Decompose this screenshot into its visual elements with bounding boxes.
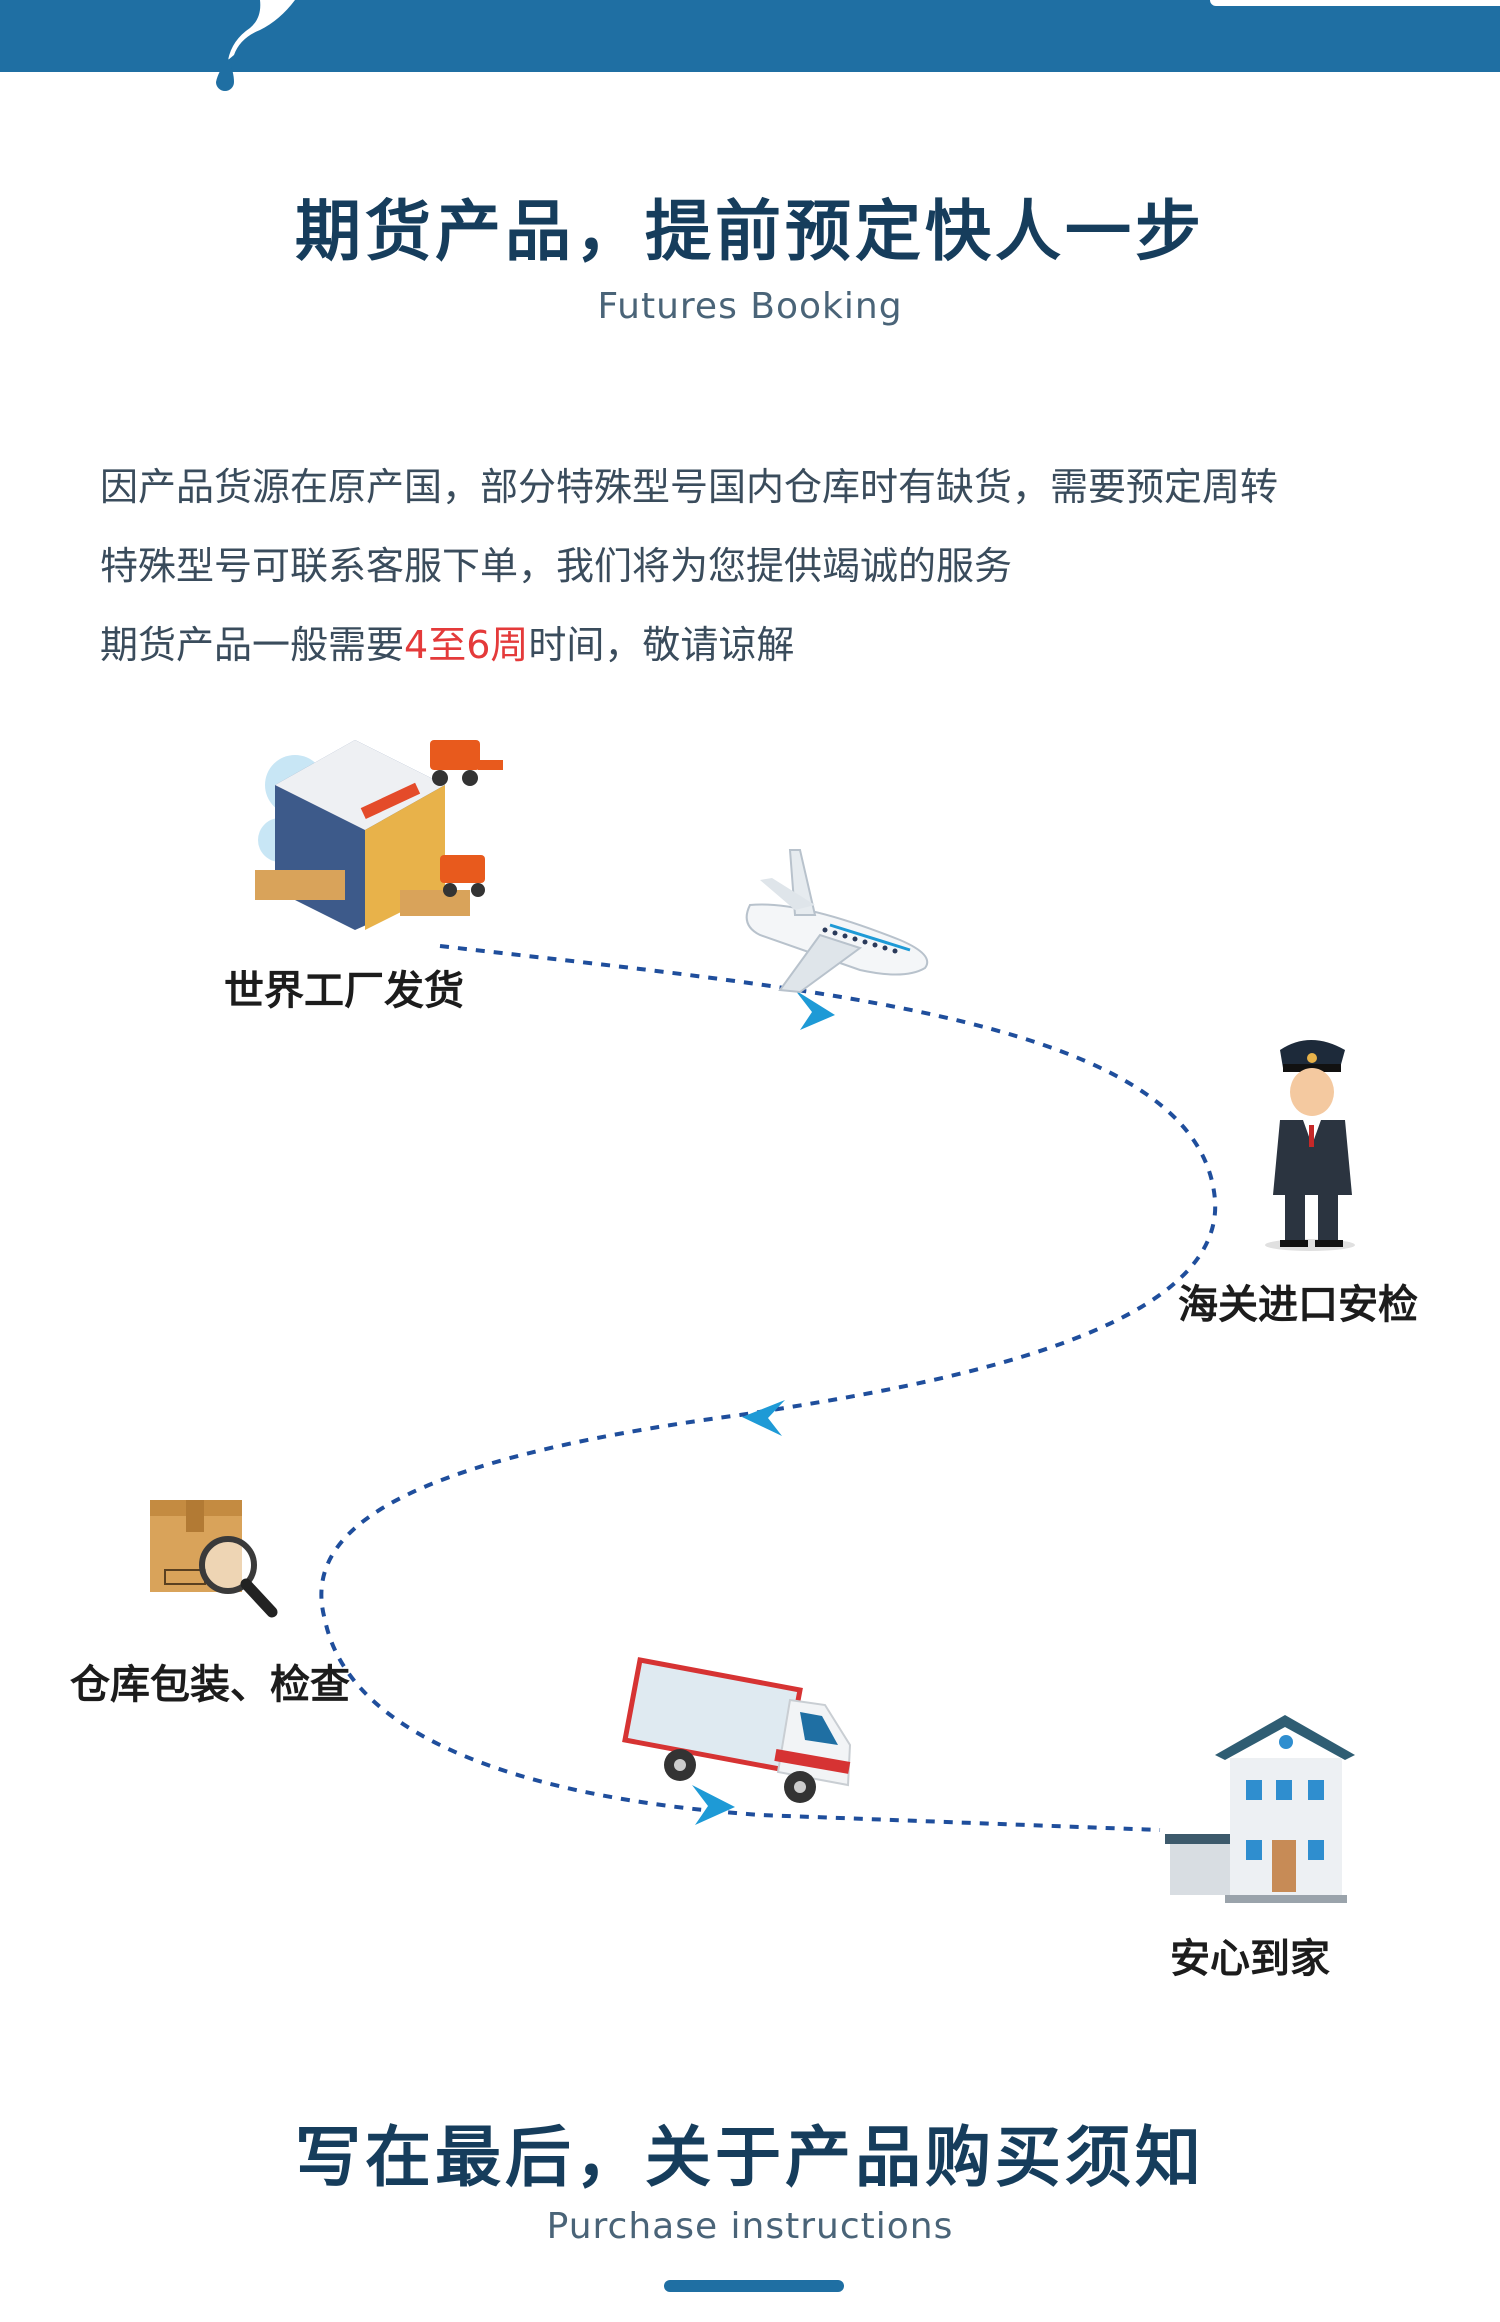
top-banner-tab bbox=[1210, 0, 1500, 6]
intro-line-2: 特殊型号可联系客服下单，我们将为您提供竭诚的服务 bbox=[100, 544, 1013, 588]
intro-line-1: 因产品货源在原产国，部分特殊型号国内仓库时有缺货，需要预定周转 bbox=[100, 465, 1279, 509]
flow-arrow-1 bbox=[795, 990, 835, 1030]
title-underline bbox=[664, 2280, 844, 2292]
water-drop-icon bbox=[216, 0, 295, 91]
intro-line-3: 期货产品一般需要4至6周时间，敬请谅解 bbox=[100, 606, 1430, 685]
step-label-factory: 世界工厂发货 bbox=[224, 968, 464, 1014]
intro-line-3-suffix: 时间，敬请谅解 bbox=[528, 623, 795, 667]
customs-officer-icon bbox=[1265, 1040, 1355, 1251]
top-banner bbox=[0, 0, 1500, 72]
forklift-top bbox=[430, 740, 503, 786]
step-label-warehouse-check: 仓库包装、检查 bbox=[70, 1662, 350, 1708]
futures-title: 期货产品，提前预定快人一步 bbox=[295, 193, 1205, 270]
step-label-delivered: 安心到家 bbox=[1170, 1936, 1330, 1982]
truck-icon bbox=[622, 1657, 852, 1803]
purchase-subtitle: Purchase instructions bbox=[546, 2206, 954, 2247]
flow-arrow-2 bbox=[742, 1400, 785, 1436]
warehouse-icon bbox=[255, 740, 503, 930]
airplane-icon bbox=[745, 849, 929, 994]
lead-time-highlight: 4至6周 bbox=[404, 623, 529, 667]
purchase-title: 写在最后，关于产品购买须知 bbox=[295, 2119, 1205, 2196]
step-label-customs: 海关进口安检 bbox=[1178, 1282, 1418, 1328]
flow-arrow-3 bbox=[692, 1785, 735, 1825]
forklift-bottom bbox=[440, 855, 485, 897]
house-icon bbox=[1165, 1715, 1355, 1903]
futures-subtitle: Futures Booking bbox=[597, 286, 903, 327]
futures-intro: 因产品货源在原产国，部分特殊型号国内仓库时有缺货，需要预定周转 特殊型号可联系客… bbox=[100, 448, 1430, 685]
intro-line-3-prefix: 期货产品一般需要 bbox=[100, 623, 405, 667]
flow-path bbox=[319, 944, 1218, 1832]
box-magnifier-icon bbox=[150, 1500, 278, 1618]
